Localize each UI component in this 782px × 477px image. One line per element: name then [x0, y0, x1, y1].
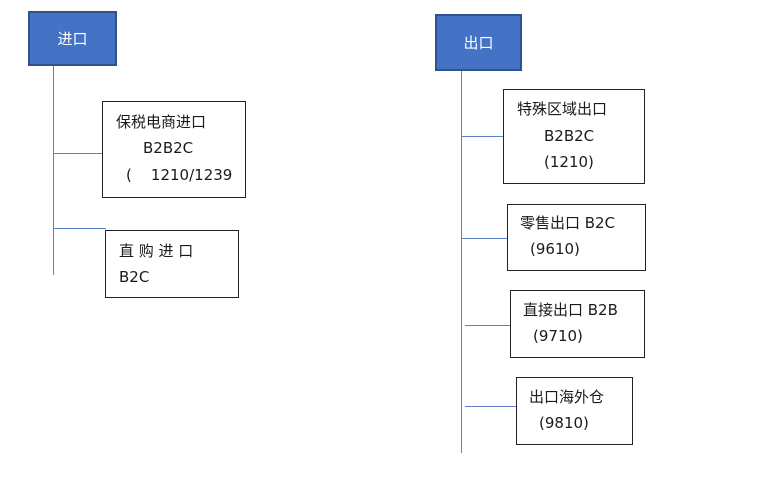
node-line: B2C	[119, 268, 150, 286]
node-line: 零售出口 B2C	[520, 214, 616, 232]
node-line: B2B2C	[544, 127, 595, 145]
node-line: (9710)	[533, 327, 583, 345]
export-node-direct-b2b: 直接出口 B2B (9710)	[510, 290, 645, 358]
node-line: 出口海外仓	[529, 388, 605, 406]
export-node-special-zone: 特殊区域出口 B2B2C (1210)	[503, 89, 645, 184]
import-node-direct-purchase: 直 购 进 口 B2C	[105, 230, 239, 298]
import-branch-line-1	[53, 153, 103, 154]
export-root-label: 出口	[463, 34, 494, 52]
import-root-box: 进口	[28, 11, 117, 66]
import-root-label: 进口	[57, 30, 88, 48]
export-root-box: 出口	[435, 14, 522, 71]
node-line: (1210)	[544, 153, 594, 171]
export-branch-line-1	[461, 136, 503, 137]
export-branch-line-3	[465, 325, 511, 326]
import-trunk-line	[53, 66, 54, 275]
export-node-retail-b2c: 零售出口 B2C (9610)	[507, 204, 646, 271]
export-branch-line-4	[465, 406, 517, 407]
node-line: 直 购 进 口	[119, 242, 194, 260]
node-line: B2B2C	[143, 139, 194, 157]
export-trunk-line	[461, 71, 462, 453]
node-line: ( 1210/1239	[126, 166, 233, 184]
node-line: (9810)	[539, 414, 589, 432]
import-branch-line-2	[53, 228, 106, 229]
node-line: 保税电商进口	[116, 113, 207, 131]
export-node-overseas-warehouse: 出口海外仓 (9810)	[516, 377, 633, 445]
import-node-bonded-ecommerce: 保税电商进口 B2B2C ( 1210/1239	[102, 101, 246, 198]
node-line: (9610)	[530, 240, 580, 258]
node-line: 特殊区域出口	[517, 100, 608, 118]
export-branch-line-2	[461, 238, 507, 239]
node-line: 直接出口 B2B	[523, 301, 618, 319]
